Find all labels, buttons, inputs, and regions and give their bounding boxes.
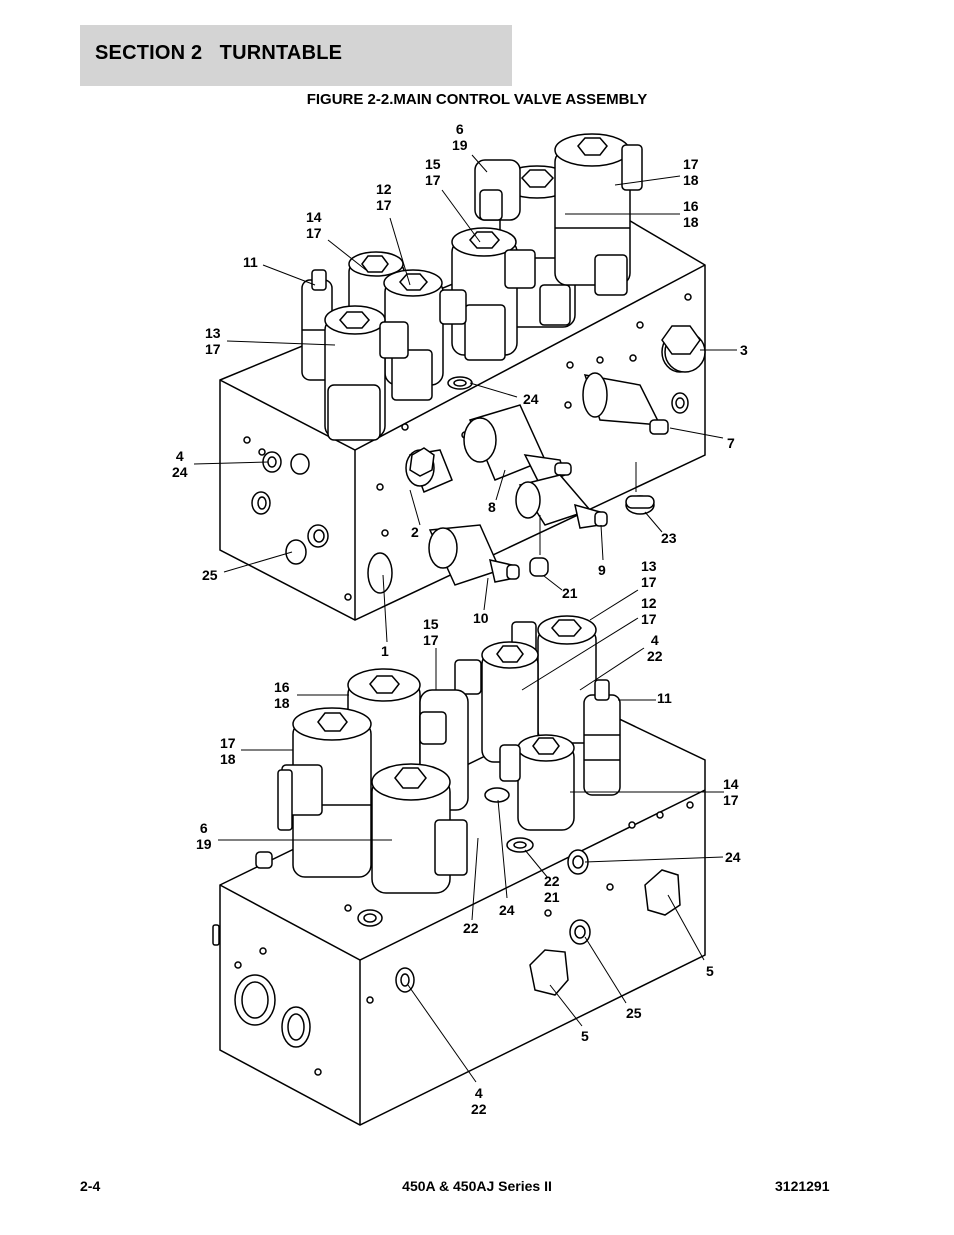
upper-cartridge-8 xyxy=(463,404,572,486)
callout-25-upper: 25 xyxy=(202,567,218,583)
lower-coil-17 xyxy=(277,707,372,878)
callout-5-center: 5 xyxy=(581,1028,589,1044)
callout-25-lower: 25 xyxy=(626,1005,642,1021)
callout-8: 8 xyxy=(488,499,496,515)
upper-coil-15 xyxy=(451,227,536,361)
callout-24-lower: 24 xyxy=(499,902,515,918)
upper-plug-21 xyxy=(529,557,549,577)
callout-24-lower-right: 24 xyxy=(725,849,741,865)
upper-plug-23 xyxy=(625,495,655,515)
upper-coil-17 xyxy=(554,133,643,296)
lower-coil-15 xyxy=(454,641,539,763)
callout-3: 3 xyxy=(740,342,748,358)
upper-plug-3 xyxy=(661,325,706,373)
callout-7: 7 xyxy=(727,435,735,451)
figure-title: FIGURE 2-2.MAIN CONTROL VALVE ASSEMBLY xyxy=(306,91,648,108)
lower-coil-14b xyxy=(499,734,575,831)
section-header: SECTION 2 TURNTABLE xyxy=(80,25,512,86)
callout-23: 23 xyxy=(661,530,677,546)
upper-cartridge-10 xyxy=(428,524,520,586)
callout-1: 1 xyxy=(381,643,389,659)
callout-2: 2 xyxy=(411,524,419,540)
callout-9: 9 xyxy=(598,562,606,578)
callout-24-upper: 24 xyxy=(523,391,539,407)
upper-coil-13 xyxy=(324,305,409,441)
footer-page-number: 2-4 xyxy=(80,1178,101,1194)
callout-22: 22 xyxy=(463,920,479,936)
callout-11-lower: 11 xyxy=(657,690,672,706)
footer-model: 450A & 450AJ Series II xyxy=(402,1178,552,1194)
callout-5-right: 5 xyxy=(706,963,714,979)
callout-21-upper: 21 xyxy=(562,585,578,601)
upper-cartridge-2 xyxy=(405,447,453,493)
section-title: SECTION 2 TURNTABLE xyxy=(95,42,343,64)
callout-11-upper: 11 xyxy=(243,254,258,270)
upper-coil-6 xyxy=(474,159,521,221)
lower-coil-6 xyxy=(371,763,468,894)
upper-cartridge-7 xyxy=(582,372,669,435)
lower-cartridge-11 xyxy=(583,679,621,796)
upper-manifold-block xyxy=(219,214,706,621)
upper-cartridge-9 xyxy=(515,474,608,529)
callout-10: 10 xyxy=(473,610,489,626)
footer-doc-number: 3121291 xyxy=(775,1178,830,1194)
